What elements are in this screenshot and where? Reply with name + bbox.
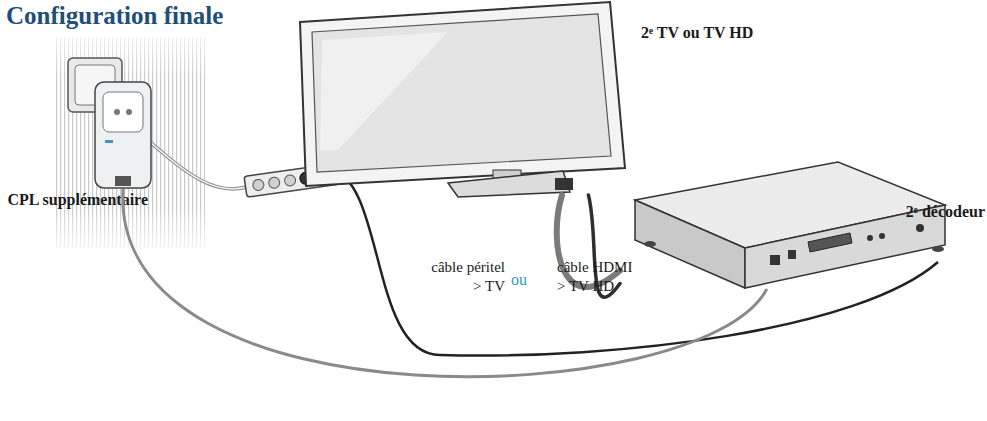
port [867, 235, 873, 241]
power-port [916, 224, 924, 232]
device-label: 2ᵉ décodeur [770, 202, 985, 221]
ethernet-port [115, 176, 131, 186]
tv-frame [300, 2, 625, 186]
connector-word: ou [511, 270, 541, 289]
socket-hole [114, 109, 120, 115]
cable-label: câble HDMI > TV HD [557, 258, 639, 296]
power-cord-highlight [150, 142, 250, 189]
cpl-led [105, 140, 113, 143]
power-cord [150, 142, 250, 189]
scart-port [808, 233, 852, 252]
decoder-device: 2ᵉ décodeur [620, 160, 945, 290]
cpl-adapter-drawing [93, 80, 153, 190]
device-label: CPL supplémentaire [0, 190, 148, 209]
port [879, 233, 885, 239]
tv-connector [555, 178, 573, 190]
cpl-body [95, 82, 151, 188]
decoder-device-drawing [620, 160, 945, 290]
ethernet-cable [123, 190, 766, 377]
ethernet-port [770, 255, 780, 265]
tv-stand [448, 171, 570, 197]
tv-device-drawing [298, 0, 628, 195]
device-label: 2ᵉ TV ou TV HD [641, 23, 851, 42]
cpl-socket [103, 92, 143, 132]
cpl-adapter: CPL supplémentaire [93, 80, 153, 190]
socket-hole [126, 109, 132, 115]
tv-screen [312, 14, 611, 172]
tv-device: 2ᵉ TV ou TV HD [298, 0, 628, 195]
wall-hatching [55, 38, 205, 248]
cable-label: câble péritel > TV [423, 258, 505, 296]
decoder-foot [644, 241, 656, 247]
decoder-side [635, 200, 745, 288]
tv-reflection [320, 32, 448, 150]
wall-fade [55, 38, 205, 248]
decoder-foot [932, 246, 944, 252]
diagram-title: Configuration finale [6, 2, 223, 30]
hdmi-port [788, 250, 796, 259]
